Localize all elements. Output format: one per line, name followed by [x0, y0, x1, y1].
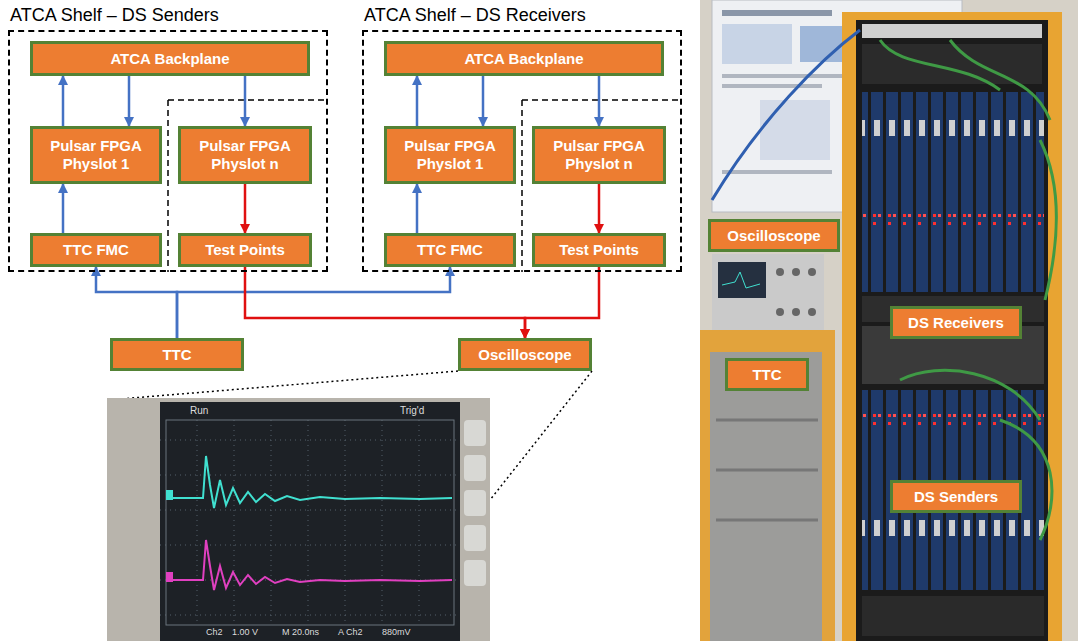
box-label: DS Receivers	[908, 314, 1004, 332]
box-label: TTC FMC	[63, 241, 129, 259]
scope-readout: 880mV	[382, 627, 411, 637]
rack-photo	[700, 0, 1078, 641]
box-label: Pulsar FPGA Physlot n	[187, 137, 303, 173]
probe-signal-line	[245, 267, 525, 338]
group-title: ATCA Shelf – DS Receivers	[364, 5, 586, 26]
box-label: Test Points	[559, 241, 639, 259]
box-label: Test Points	[205, 241, 285, 259]
shelf-group: ATCA Shelf – DS SendersATCA BackplanePul…	[8, 30, 328, 272]
signal-line	[177, 267, 450, 338]
signal-line	[482, 76, 485, 126]
scope-readout: M 20.0ns	[282, 627, 319, 637]
probe-signal-line	[525, 267, 599, 338]
process-box: Pulsar FPGA Physlot n	[178, 126, 312, 184]
signal-line	[62, 76, 65, 126]
slot-divider	[522, 100, 682, 272]
box-label: Oscilloscope	[727, 227, 820, 245]
box-label: Pulsar FPGA Physlot 1	[393, 137, 507, 173]
slot-divider	[168, 100, 328, 272]
process-box: Pulsar FPGA Physlot 1	[384, 126, 516, 184]
box-label: TTC FMC	[417, 241, 483, 259]
shelf-group: ATCA Shelf – DS ReceiversATCA BackplaneP…	[362, 30, 682, 272]
box-label: Oscilloscope	[478, 346, 571, 364]
process-box: TTC	[110, 338, 244, 371]
scope-readout: Trig'd	[400, 405, 424, 416]
signal-line	[96, 267, 177, 338]
process-box: DS Senders	[890, 480, 1022, 513]
process-box: TTC	[725, 358, 809, 391]
box-label: ATCA Backplane	[464, 50, 583, 68]
process-box: Oscilloscope	[708, 219, 840, 252]
process-box: TTC FMC	[30, 233, 162, 267]
box-label: Pulsar FPGA Physlot 1	[39, 137, 153, 173]
signal-line	[416, 184, 419, 233]
scope-readout: Run	[190, 405, 208, 416]
process-box: TTC FMC	[384, 233, 516, 267]
process-box: Oscilloscope	[458, 338, 592, 371]
process-box: DS Receivers	[890, 306, 1022, 339]
process-box: Pulsar FPGA Physlot n	[532, 126, 666, 184]
scope-screenshot	[107, 398, 490, 641]
scope-readout: A Ch2	[338, 627, 363, 637]
box-label: TTC	[162, 346, 191, 364]
box-label: DS Senders	[914, 488, 998, 506]
process-box: ATCA Backplane	[384, 41, 664, 76]
process-box: ATCA Backplane	[30, 41, 310, 76]
signal-line	[62, 184, 65, 233]
process-box: Test Points	[532, 233, 666, 267]
signal-line	[128, 76, 131, 126]
signal-line	[244, 76, 247, 126]
probe-signal-line	[598, 184, 601, 233]
process-box: Pulsar FPGA Physlot 1	[30, 126, 162, 184]
box-label: ATCA Backplane	[110, 50, 229, 68]
group-title: ATCA Shelf – DS Senders	[10, 5, 219, 26]
box-label: Pulsar FPGA Physlot n	[541, 137, 657, 173]
process-box: Test Points	[178, 233, 312, 267]
box-label: TTC	[752, 366, 781, 384]
scope-readout: Ch2	[206, 627, 223, 637]
probe-signal-line	[244, 184, 247, 233]
signal-line	[416, 76, 419, 126]
signal-line	[598, 76, 601, 126]
scope-readout: 1.00 V	[232, 627, 258, 637]
